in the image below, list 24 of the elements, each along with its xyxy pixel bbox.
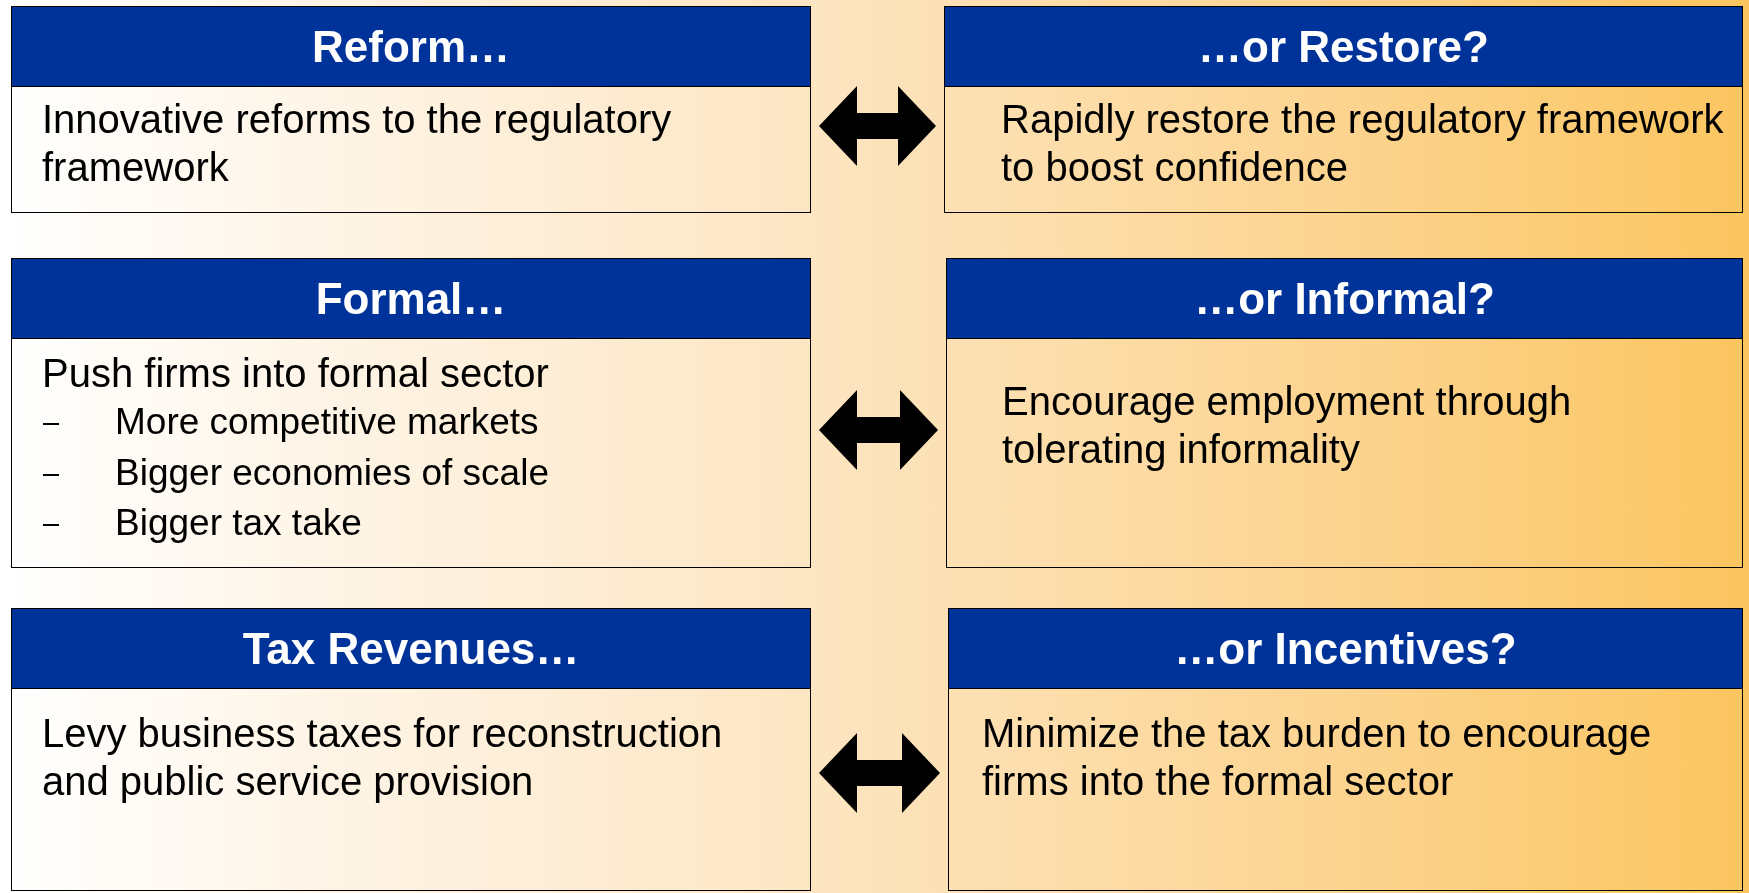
two-part-panel [944,6,1743,213]
header-title: …or Informal? [1194,273,1495,324]
double-headed-arrow [819,733,940,813]
panel-text: Minimize the tax burden to encourage firms into the formal sector [982,710,1653,805]
header-title: Tax Revenues… [242,623,580,674]
two-part-panel [11,608,811,891]
two-part-panel [11,6,811,213]
panel-text: Push firms into formal sector [42,350,550,397]
bullet-text: Bigger economies of scale [115,451,549,493]
panel-text: Encourage employment through tolerating informality [1002,378,1573,473]
panel-text: Rapidly restore the regulatory framework to boost confidence [1001,96,1725,191]
header-title: …or Restore? [1198,21,1489,72]
bullet-text: More competitive markets [115,401,539,442]
double-headed-arrow [819,86,936,166]
panel-text: Innovative reforms to the regulatory framework [42,96,673,191]
header-title: Formal… [315,273,507,324]
panel-text: Levy business taxes for reconstruction and public service provision [42,710,724,805]
bullet-text: Bigger tax take [115,502,362,544]
double-headed-arrow [819,390,938,470]
header-title: …or Incentives? [1174,623,1517,674]
two-part-panel [946,258,1743,568]
two-part-panel [948,608,1743,891]
two-part-panel [11,258,811,568]
header-title: Reform… [312,21,510,72]
